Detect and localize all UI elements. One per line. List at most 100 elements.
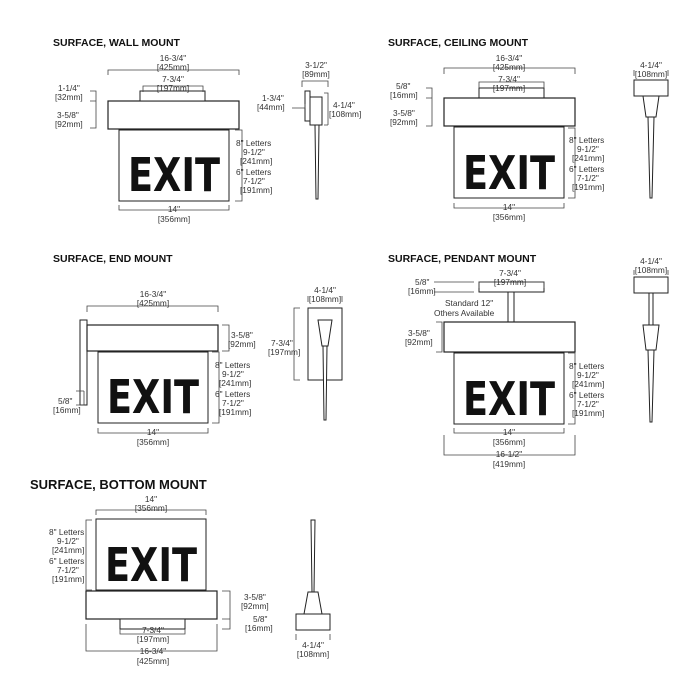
pendant-stem-side bbox=[648, 292, 654, 326]
dim-side-width-mm: [108mm] bbox=[309, 294, 341, 304]
dim-6-letters-in: 7-1/2" bbox=[577, 173, 599, 183]
dim-6-letters-mm: [191mm] bbox=[52, 574, 84, 584]
dim-side-height-mm: [108mm] bbox=[329, 109, 361, 119]
dim-panel-width-mm: [356mm] bbox=[493, 437, 525, 447]
dim-8-letters-in: 9-1/2" bbox=[577, 144, 599, 154]
dim-plate-width-mm: [197mm] bbox=[493, 83, 525, 93]
dim-overall-width-mm: [419mm] bbox=[493, 459, 525, 469]
wall-mount-dimension-lines bbox=[90, 69, 243, 211]
ceiling-mount-title: SURFACE, CEILING MOUNT bbox=[388, 37, 529, 49]
dim-6-letters-label: 6" Letters bbox=[569, 164, 604, 174]
dim-plate-width-in: 7-3/4" bbox=[142, 625, 164, 635]
dim-8-letters-label: 8" Letters bbox=[569, 135, 604, 145]
dim-overall-width-mm: [425mm] bbox=[137, 656, 169, 666]
dim-plate-width-mm: [197mm] bbox=[137, 634, 169, 644]
dim-overall-width-in: 16-1/2" bbox=[496, 449, 523, 459]
exit-legend: EXIT bbox=[128, 148, 220, 202]
dim-6-letters-in: 7-1/2" bbox=[577, 399, 599, 409]
dim-canopy-height-in: 3-5/8" bbox=[393, 108, 415, 118]
dim-plate-width-mm: [197mm] bbox=[157, 83, 189, 93]
dim-width-in: 16-3/4" bbox=[160, 53, 187, 63]
exit-legend: EXIT bbox=[107, 370, 199, 424]
wall-plate bbox=[304, 90, 311, 122]
canopy-housing bbox=[443, 97, 576, 127]
dim-width-mm: [425mm] bbox=[157, 62, 189, 72]
ceiling-mount-front-view: EXIT bbox=[443, 87, 576, 200]
base-canopy-side bbox=[295, 613, 331, 631]
wall-mount-title: SURFACE, WALL MOUNT bbox=[53, 37, 181, 49]
side-housing bbox=[317, 319, 333, 347]
side-panel-edge bbox=[647, 116, 655, 199]
dim-side-width-mm: [108mm] bbox=[297, 649, 329, 659]
canopy-housing bbox=[85, 590, 218, 620]
dim-housing-height-mm: [92mm] bbox=[405, 337, 433, 347]
dim-plate-width-in: 7-3/4" bbox=[162, 74, 184, 84]
wall-mount-front-view: EXIT bbox=[107, 90, 240, 202]
dim-8-letters-mm: [241mm] bbox=[240, 156, 272, 166]
bottom-mount-dimension-lines bbox=[85, 509, 231, 652]
exit-panel bbox=[453, 126, 565, 199]
pendant-mount-front-view: EXIT bbox=[443, 281, 576, 426]
dim-panel-width-mm: [356mm] bbox=[158, 214, 190, 224]
dim-panel-width-in: 14" bbox=[503, 202, 515, 212]
dim-plate-height-mm: [16mm] bbox=[390, 90, 418, 100]
dim-8-letters-label: 8" Letters bbox=[215, 360, 250, 370]
dim-panel-width-mm: [356mm] bbox=[135, 503, 167, 513]
dim-plate-height-in: 1-1/4" bbox=[58, 83, 80, 93]
dim-canopy-height-mm: [92mm] bbox=[228, 339, 256, 349]
dim-canopy-height-mm: [92mm] bbox=[55, 119, 83, 129]
dim-canopy-width-in: 7-3/4" bbox=[499, 268, 521, 278]
exit-panel bbox=[97, 351, 209, 424]
mounting-plate bbox=[139, 90, 206, 102]
stem-note-others: Others Available bbox=[434, 308, 495, 318]
dim-6-letters-label: 6" Letters bbox=[236, 167, 271, 177]
dim-panel-width-in: 14" bbox=[145, 494, 157, 504]
dim-plate-thickness-mm: [16mm] bbox=[53, 405, 81, 415]
dim-panel-width-in: 14" bbox=[147, 427, 159, 437]
dim-overall-width-in: 16-3/4" bbox=[140, 646, 167, 656]
dim-plate-width-in: 7-3/4" bbox=[498, 74, 520, 84]
side-housing bbox=[642, 324, 660, 351]
dim-side-offset-mm: [44mm] bbox=[257, 102, 285, 112]
dim-side-width-in: 4-1/4" bbox=[640, 256, 662, 266]
pendant-mount-title: SURFACE, PENDANT MOUNT bbox=[388, 253, 537, 265]
dim-plate-height-in: 5/8" bbox=[396, 81, 411, 91]
dim-side-offset-in: 1-3/4" bbox=[262, 93, 284, 103]
dim-6-letters-mm: [191mm] bbox=[240, 185, 272, 195]
dim-6-letters-label: 6" Letters bbox=[569, 390, 604, 400]
dim-width-mm: [425mm] bbox=[493, 62, 525, 72]
wall-mount-side-view bbox=[292, 80, 329, 200]
stem-note-standard: Standard 12" bbox=[445, 298, 493, 308]
dim-6-letters-mm: [191mm] bbox=[572, 408, 604, 418]
pendant-mount-diagram: SURFACE, PENDANT MOUNT EXIT 7-3/4" [197m… bbox=[388, 253, 669, 469]
dim-canopy-height-mm: [92mm] bbox=[241, 601, 269, 611]
dim-side-height-in: 7-3/4" bbox=[271, 338, 293, 348]
dim-panel-width-mm: [356mm] bbox=[137, 437, 169, 447]
side-panel-edge bbox=[310, 519, 316, 593]
dim-8-letters-mm: [241mm] bbox=[52, 545, 84, 555]
dim-panel-width-mm: [356mm] bbox=[493, 212, 525, 222]
pendant-mount-dimension-lines bbox=[434, 281, 576, 456]
exit-legend: EXIT bbox=[463, 372, 555, 426]
end-mount-title: SURFACE, END MOUNT bbox=[53, 253, 173, 265]
dim-6-letters-mm: [191mm] bbox=[572, 182, 604, 192]
dim-side-depth-in: 3-1/2" bbox=[305, 60, 327, 70]
exit-panel bbox=[453, 352, 565, 425]
dim-canopy-height-in: 3-5/8" bbox=[231, 330, 253, 340]
side-housing bbox=[309, 96, 323, 126]
bottom-mount-front-view: EXIT bbox=[85, 518, 218, 630]
dim-side-width-in: 4-1/4" bbox=[640, 60, 662, 70]
bottom-mount-diagram: SURFACE, BOTTOM MOUNT EXIT 14" [356mm] 8… bbox=[30, 477, 331, 666]
dim-8-letters-mm: [241mm] bbox=[572, 379, 604, 389]
dim-8-letters-label: 8" Letters bbox=[569, 361, 604, 371]
dim-panel-width-in: 14" bbox=[168, 204, 180, 214]
dim-8-letters-mm: [241mm] bbox=[219, 378, 251, 388]
dim-width-in: 16-3/4" bbox=[140, 289, 167, 299]
dim-plate-height-mm: [32mm] bbox=[55, 92, 83, 102]
dim-8-letters-in: 9-1/2" bbox=[577, 370, 599, 380]
side-panel-edge bbox=[647, 349, 655, 423]
dim-plate-height-in: 5/8" bbox=[253, 614, 268, 624]
dim-canopy-width-mm: [197mm] bbox=[494, 277, 526, 287]
canopy-housing bbox=[443, 321, 576, 353]
